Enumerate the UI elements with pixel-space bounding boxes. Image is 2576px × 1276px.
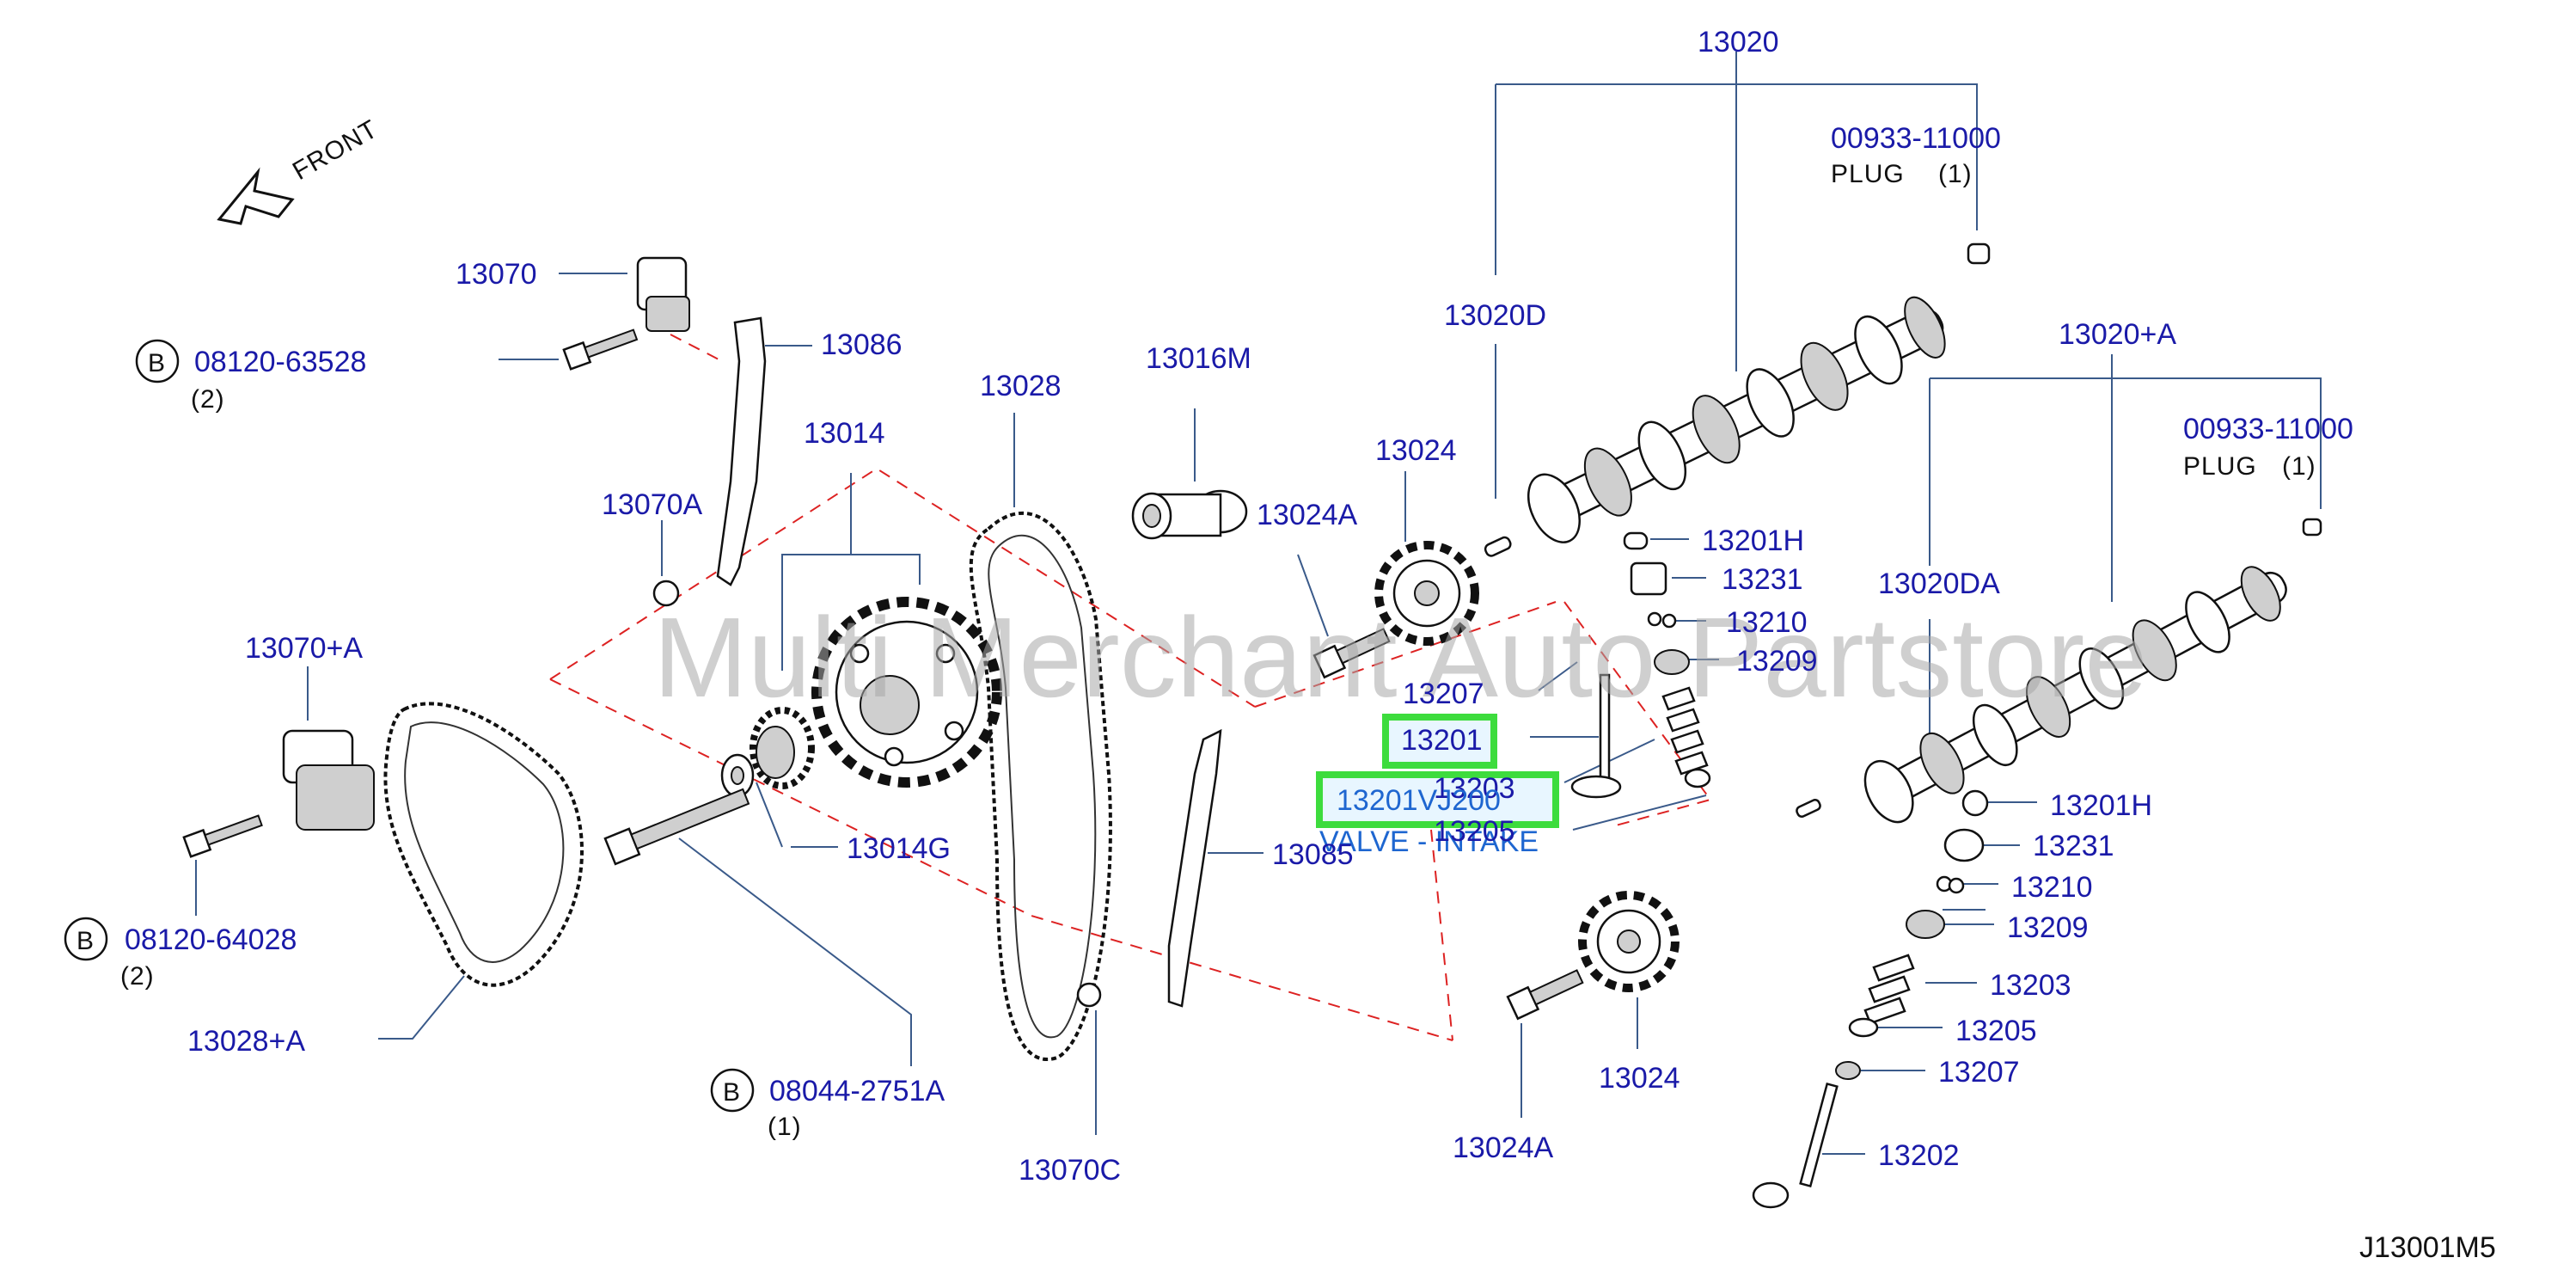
bolt-icon: [652, 580, 1102, 1008]
callout-13210-upper[interactable]: 13210: [1726, 606, 1808, 639]
callout-13231-upper[interactable]: 13231: [1722, 563, 1803, 596]
front-arrow-icon: [217, 167, 295, 225]
bolt-qty: (1): [768, 1113, 802, 1141]
part-description: VALVE - INTAKE: [1319, 825, 1539, 858]
bolt-icon: [182, 814, 263, 858]
camshaft-upper: [1527, 296, 1946, 543]
callout-13028A[interactable]: 13028+A: [187, 1025, 305, 1058]
callout-13020A[interactable]: 13020+A: [2059, 318, 2176, 351]
tensioner-lower: [282, 729, 375, 831]
circle-b-icon: B: [135, 339, 180, 383]
timing-chain-main: [969, 511, 1112, 1061]
callout-13209-lower[interactable]: 13209: [2007, 911, 2089, 944]
circle-b-icon: B: [64, 917, 108, 961]
callout-08120-64028[interactable]: 08120-64028: [125, 923, 297, 956]
svg-text:B: B: [148, 349, 165, 377]
sprocket-upper: [1374, 541, 1479, 646]
callout-13202[interactable]: 13202: [1878, 1139, 1960, 1172]
watermark: Multi Merchant Auto Partstore: [653, 594, 2148, 721]
callout-13028[interactable]: 13028: [980, 370, 1062, 402]
callout-13024-upper[interactable]: 13024: [1375, 434, 1457, 467]
valve-assembly-upper: [1570, 531, 1711, 799]
bolt-icon: [603, 788, 750, 866]
highlight-13201[interactable]: [1382, 714, 1497, 769]
callout-13207-lower[interactable]: 13207: [1938, 1056, 2020, 1089]
tensioner-upper: [636, 256, 690, 332]
circle-b-icon: B: [710, 1068, 755, 1113]
callout-13210-lower[interactable]: 13210: [2011, 871, 2093, 904]
callout-13024A-lower[interactable]: 13024A: [1453, 1132, 1554, 1164]
callout-13070A[interactable]: 13070A: [602, 488, 703, 521]
callout-13024-lower[interactable]: 13024: [1599, 1062, 1680, 1095]
bolt-icon: [562, 328, 639, 371]
plug-icon: [1967, 242, 1991, 265]
diagram-code: J13001M5: [2359, 1231, 2496, 1264]
callout-13201[interactable]: 13201: [1401, 724, 1483, 757]
highlight-part-number[interactable]: [1316, 771, 1559, 828]
plug-icon: [2302, 518, 2322, 537]
engine-outline: [549, 334, 1712, 1041]
callout-13203-lower[interactable]: 13203: [1990, 969, 2071, 1002]
front-label: FRONT: [288, 114, 382, 186]
callout-13070[interactable]: 13070: [456, 258, 537, 291]
callout-13020DA[interactable]: 13020DA: [1878, 567, 2000, 600]
callout-13014G[interactable]: 13014G: [847, 832, 951, 865]
callout-13205-upper[interactable]: 13205: [1434, 815, 1515, 848]
callout-plug-part[interactable]: 00933-11000: [2183, 413, 2353, 445]
callout-13201H-upper[interactable]: 13201H: [1702, 525, 1804, 557]
callout-13016M[interactable]: 13016M: [1146, 342, 1251, 375]
callout-plug-part[interactable]: 00933-11000: [1831, 122, 2001, 155]
plug-label: PLUG: [2183, 452, 2257, 481]
callout-13231-lower[interactable]: 13231: [2033, 830, 2114, 862]
plug-qty: (1): [2282, 452, 2316, 481]
svg-text:B: B: [76, 927, 94, 955]
bolt-qty: (2): [191, 385, 225, 414]
callout-13014[interactable]: 13014: [804, 417, 885, 450]
callout-13207-upper[interactable]: 13207: [1403, 678, 1484, 710]
callout-13070A-plus[interactable]: 13070+A: [245, 632, 363, 665]
valve-assembly-lower: [1752, 789, 1989, 1209]
plug-label: PLUG: [1831, 160, 1905, 188]
pin-icon: [1796, 799, 1821, 818]
bushing: [1131, 489, 1248, 540]
callout-13020D[interactable]: 13020D: [1444, 299, 1546, 332]
crank-gear: [750, 707, 815, 789]
callout-08044-2751A[interactable]: 08044-2751A: [769, 1075, 945, 1107]
plug-qty: (1): [1938, 160, 1973, 188]
callout-08120-63528[interactable]: 08120-63528: [194, 346, 366, 378]
highlighted-part-number[interactable]: 13201VJ200: [1337, 784, 1501, 817]
idler-sprocket: [811, 597, 1002, 788]
bolt-qty: (2): [120, 962, 155, 991]
callout-13203-upper[interactable]: 13203: [1434, 772, 1515, 805]
callout-13070C[interactable]: 13070C: [1019, 1154, 1121, 1187]
callout-13201H-lower[interactable]: 13201H: [2050, 789, 2152, 822]
timing-chain-secondary: [383, 702, 584, 987]
bolt-icon: [1312, 628, 1391, 679]
sprocket-lower: [1578, 891, 1680, 992]
svg-text:B: B: [723, 1078, 740, 1107]
pin-icon: [1484, 536, 1512, 557]
callout-13020[interactable]: 13020: [1698, 26, 1779, 58]
bolt-icon: [1506, 969, 1584, 1021]
washer-icon: [720, 753, 755, 798]
chain-guide-upper: [716, 316, 767, 586]
camshaft-lower: [1863, 566, 2287, 824]
chain-guide-lower: [1167, 728, 1222, 1008]
callout-13209-upper[interactable]: 13209: [1736, 645, 1818, 678]
callout-13205-lower[interactable]: 13205: [1955, 1015, 2037, 1047]
callout-13085[interactable]: 13085: [1272, 838, 1354, 871]
callout-13024A-upper[interactable]: 13024A: [1257, 499, 1358, 531]
callout-13086[interactable]: 13086: [821, 328, 903, 361]
